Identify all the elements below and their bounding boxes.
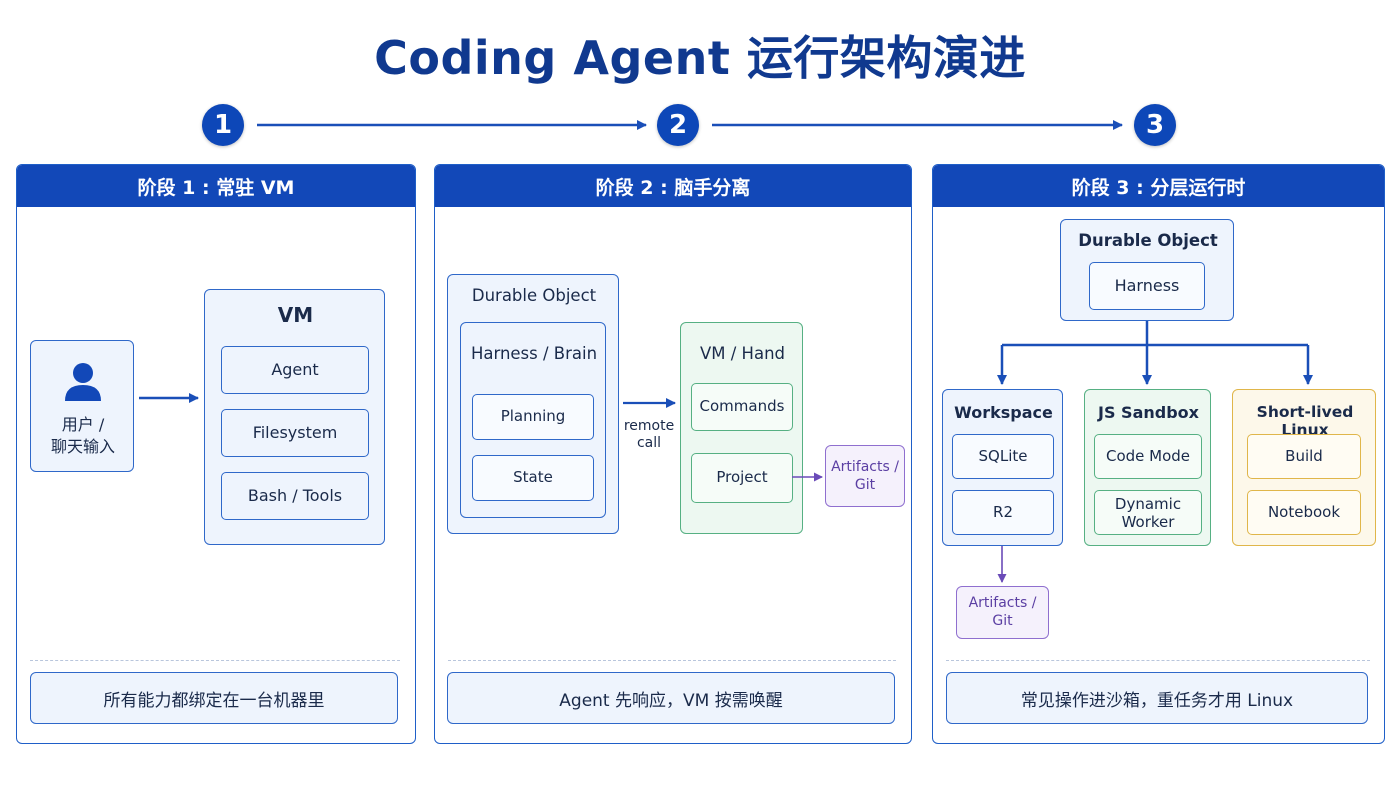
js-sandbox-box: JS Sandbox Code Mode Dynamic Worker <box>1084 389 1211 546</box>
stage3-artifacts-line1: Artifacts / <box>968 595 1037 611</box>
stage1-divider <box>30 660 400 661</box>
workspace-box: Workspace SQLite R2 <box>942 389 1063 546</box>
step-3-circle: 3 <box>1134 104 1176 146</box>
remote-call-label-line1: remote <box>623 418 675 434</box>
user-label-line1: 用户 / <box>61 415 105 434</box>
stage2-artifacts-line1: Artifacts / <box>831 459 899 475</box>
stage3-harness: Harness <box>1089 262 1205 310</box>
harness-brain-box: Harness / Brain Planning State <box>460 322 606 518</box>
stage3-durable-object-box: Durable Object Harness <box>1060 219 1234 321</box>
stage2-footer: Agent 先响应，VM 按需唤醒 <box>447 672 895 724</box>
stage1-footer: 所有能力都绑定在一台机器里 <box>30 672 398 724</box>
stage2-header: 阶段 2 : 脑手分离 <box>435 165 911 207</box>
stage2-divider <box>448 660 896 661</box>
hand-item-project: Project <box>691 453 793 503</box>
vm-item-agent: Agent <box>221 346 369 394</box>
vm-title: VM <box>277 303 314 327</box>
workspace-item-sqlite: SQLite <box>952 434 1054 479</box>
stage2-artifacts-git-box: Artifacts / Git <box>825 445 905 507</box>
sandbox-item-code-mode: Code Mode <box>1094 434 1202 479</box>
linux-item-build: Build <box>1247 434 1361 479</box>
dynamic-worker-line1: Dynamic <box>1114 495 1182 513</box>
user-label-line2: 聊天输入 <box>50 437 115 456</box>
brain-item-state: State <box>472 455 594 501</box>
vm-hand-box: VM / Hand Commands Project <box>680 322 803 534</box>
workspace-title: Workspace <box>954 403 1053 422</box>
sandbox-item-dynamic-worker: Dynamic Worker <box>1094 490 1202 535</box>
vm-hand-title: VM / Hand <box>699 344 786 363</box>
workspace-item-r2: R2 <box>952 490 1054 535</box>
linux-item-notebook: Notebook <box>1247 490 1361 535</box>
stage2-durable-object-title: Durable Object <box>471 286 597 305</box>
vm-item-bash-tools: Bash / Tools <box>221 472 369 520</box>
user-input-box: 用户 / 聊天输入 <box>30 340 134 472</box>
step-1-circle: 1 <box>202 104 244 146</box>
step-2-circle: 2 <box>657 104 699 146</box>
stage3-header: 阶段 3 : 分层运行时 <box>933 165 1384 207</box>
user-icon <box>65 363 101 401</box>
hand-item-commands: Commands <box>691 383 793 431</box>
stage3-durable-object-title: Durable Object <box>1078 231 1218 250</box>
page-title: Coding Agent 运行架构演进 <box>374 31 1026 85</box>
stage2-artifacts-line2: Git <box>854 477 876 493</box>
vm-box: VM Agent Filesystem Bash / Tools <box>204 289 385 545</box>
stage3-footer: 常见操作进沙箱，重任务才用 Linux <box>946 672 1368 724</box>
brain-item-planning: Planning <box>472 394 594 440</box>
dynamic-worker-line2: Worker <box>1121 513 1175 531</box>
remote-call-label-line2: call <box>636 435 662 451</box>
stage2-durable-object-box: Durable Object Harness / Brain Planning … <box>447 274 619 534</box>
vm-item-filesystem: Filesystem <box>221 409 369 457</box>
stage3-artifacts-line2: Git <box>992 613 1013 629</box>
stage1-header: 阶段 1 : 常驻 VM <box>17 165 415 207</box>
harness-brain-title: Harness / Brain <box>470 344 598 363</box>
stage3-artifacts-git-box: Artifacts / Git <box>956 586 1049 639</box>
stage3-divider <box>946 660 1370 661</box>
js-sandbox-title: JS Sandbox <box>1098 403 1199 422</box>
short-lived-linux-box: Short-lived Linux Build Notebook <box>1232 389 1376 546</box>
